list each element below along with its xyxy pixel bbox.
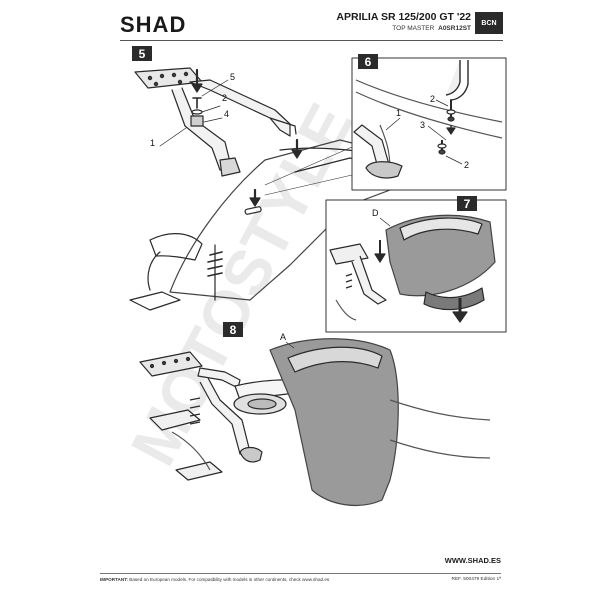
step-8-badge: 8	[223, 322, 243, 337]
callout-2: 2	[222, 93, 227, 103]
important-note: IMPORTANT: Based on European models. For…	[100, 577, 329, 582]
important-text: Based on European models. For compatibil…	[129, 577, 330, 582]
callout-d: D	[372, 208, 379, 218]
brand-logo: SHAD	[120, 12, 187, 37]
step-8-illustration	[139, 338, 491, 507]
product-code: A0SR12ST	[438, 25, 471, 32]
step-8-callouts: A	[280, 332, 286, 342]
step-6-badge: 6	[358, 54, 378, 69]
step-7-badge: 7	[457, 196, 477, 211]
callout-3: 3	[420, 120, 425, 130]
step-7-callouts: D	[372, 208, 379, 218]
region-badge: BCN	[475, 12, 503, 34]
callout-1: 1	[396, 108, 401, 118]
footer-divider	[100, 573, 501, 574]
step-6-illustration	[351, 57, 507, 191]
important-label: IMPORTANT:	[100, 577, 128, 582]
callout-4: 4	[224, 109, 229, 119]
step-6-callouts: 1 2 3 2	[396, 94, 469, 170]
callout-2: 2	[464, 160, 469, 170]
assembly-illustrations: MOTOSTYLE	[117, 57, 507, 507]
step-5-badge: 5	[132, 46, 152, 61]
product-line: TOP MASTER	[392, 25, 435, 32]
model-title: APRILIA SR 125/200 GT '22	[336, 11, 471, 23]
callout-2: 2	[430, 94, 435, 104]
header-divider	[120, 40, 503, 41]
instruction-page: SHAD APRILIA SR 125/200 GT '22 TOP MASTE…	[90, 0, 511, 600]
callout-5: 5	[230, 72, 235, 82]
step-5-callouts: 5 2 4 1	[150, 72, 235, 148]
step-7-illustration	[325, 199, 507, 333]
reference-number: REF. 500479 Edition 1ª	[451, 577, 501, 582]
website-link[interactable]: WWW.SHAD.ES	[444, 556, 501, 565]
callout-1: 1	[150, 138, 155, 148]
callout-a: A	[280, 332, 286, 342]
product-subtitle: TOP MASTER A0SR12ST	[392, 25, 471, 32]
